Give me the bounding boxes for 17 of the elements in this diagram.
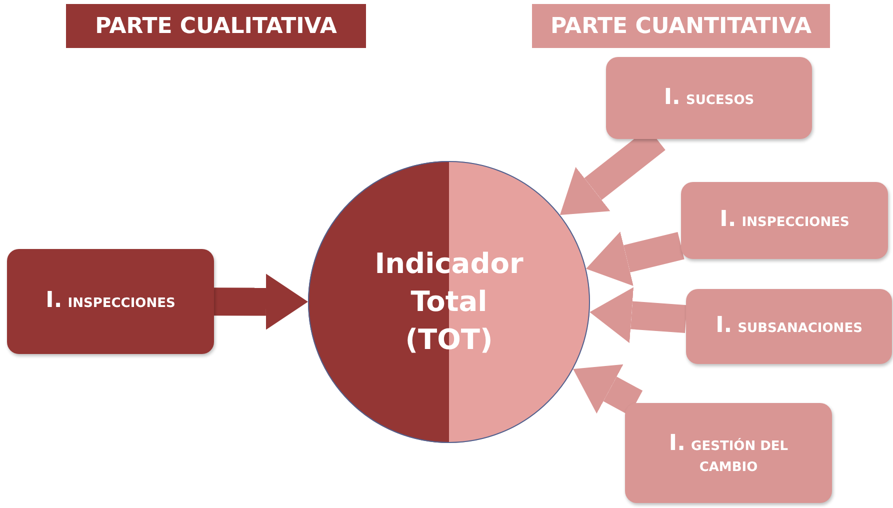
indicator-box <box>681 182 888 259</box>
arrow <box>573 364 643 416</box>
indicator-circle <box>308 161 590 443</box>
indicator-box <box>686 289 892 364</box>
indicator-label: I. GESTIÓN DEL CAMBIO <box>668 430 790 478</box>
indicator-label: I. INSPECCIONES <box>720 206 850 234</box>
arrow <box>586 232 684 286</box>
indicator-box <box>625 403 832 503</box>
indicator-box <box>606 57 812 139</box>
heading-band: PARTE CUANTITATIVA <box>532 4 830 48</box>
indicator-label: I. SUBSANACIONES <box>716 312 862 340</box>
arrow <box>214 274 308 330</box>
indicator-label: I. INSPECCIONES <box>46 287 176 316</box>
arrow <box>590 287 688 344</box>
indicator-box <box>7 249 214 354</box>
indicator-label: I. SUCESOS <box>664 84 754 112</box>
heading-band: PARTE CUALITATIVA <box>66 4 366 48</box>
